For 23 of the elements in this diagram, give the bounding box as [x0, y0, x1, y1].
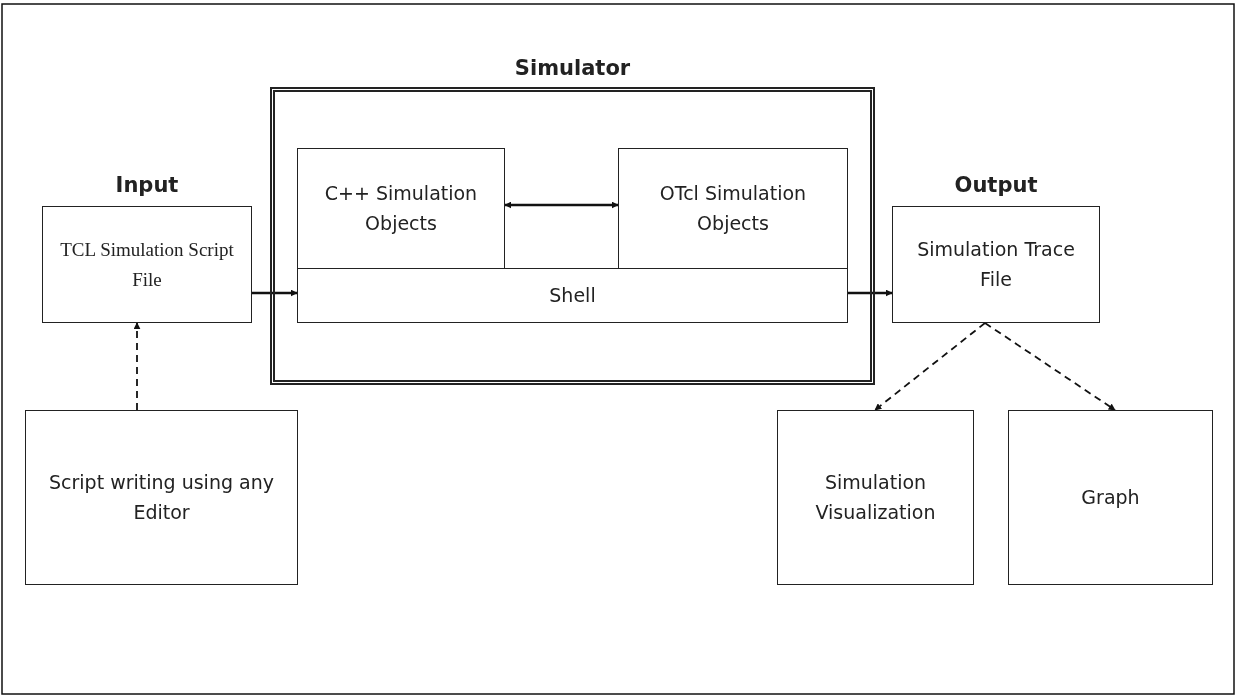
arrow — [252, 289, 298, 297]
node-label: TCL Simulation Script File — [59, 238, 235, 292]
node-label: OTcl Simulation Objects — [658, 181, 808, 236]
node-label: Shell — [549, 282, 596, 308]
arrow — [504, 201, 619, 209]
node-label: Graph — [1081, 484, 1140, 510]
node-label: Script writing using any Editor — [48, 470, 275, 525]
object-box — [297, 148, 505, 269]
arrow — [133, 322, 141, 411]
object-box — [618, 148, 848, 269]
shell-bar — [297, 268, 848, 323]
arrow — [874, 322, 986, 411]
node-label: C++ Simulation Objects — [323, 181, 479, 236]
node-label: Simulation Trace File — [916, 237, 1076, 292]
arrow — [984, 322, 1116, 411]
editor-box — [25, 410, 298, 585]
arrow — [848, 289, 893, 297]
visualization-box — [777, 410, 974, 585]
node-label: Simulation Visualization — [814, 470, 937, 525]
heading: Output — [954, 173, 1038, 197]
graph-box — [1008, 410, 1213, 585]
heading: Simulator — [514, 56, 631, 80]
heading: Input — [115, 173, 179, 197]
